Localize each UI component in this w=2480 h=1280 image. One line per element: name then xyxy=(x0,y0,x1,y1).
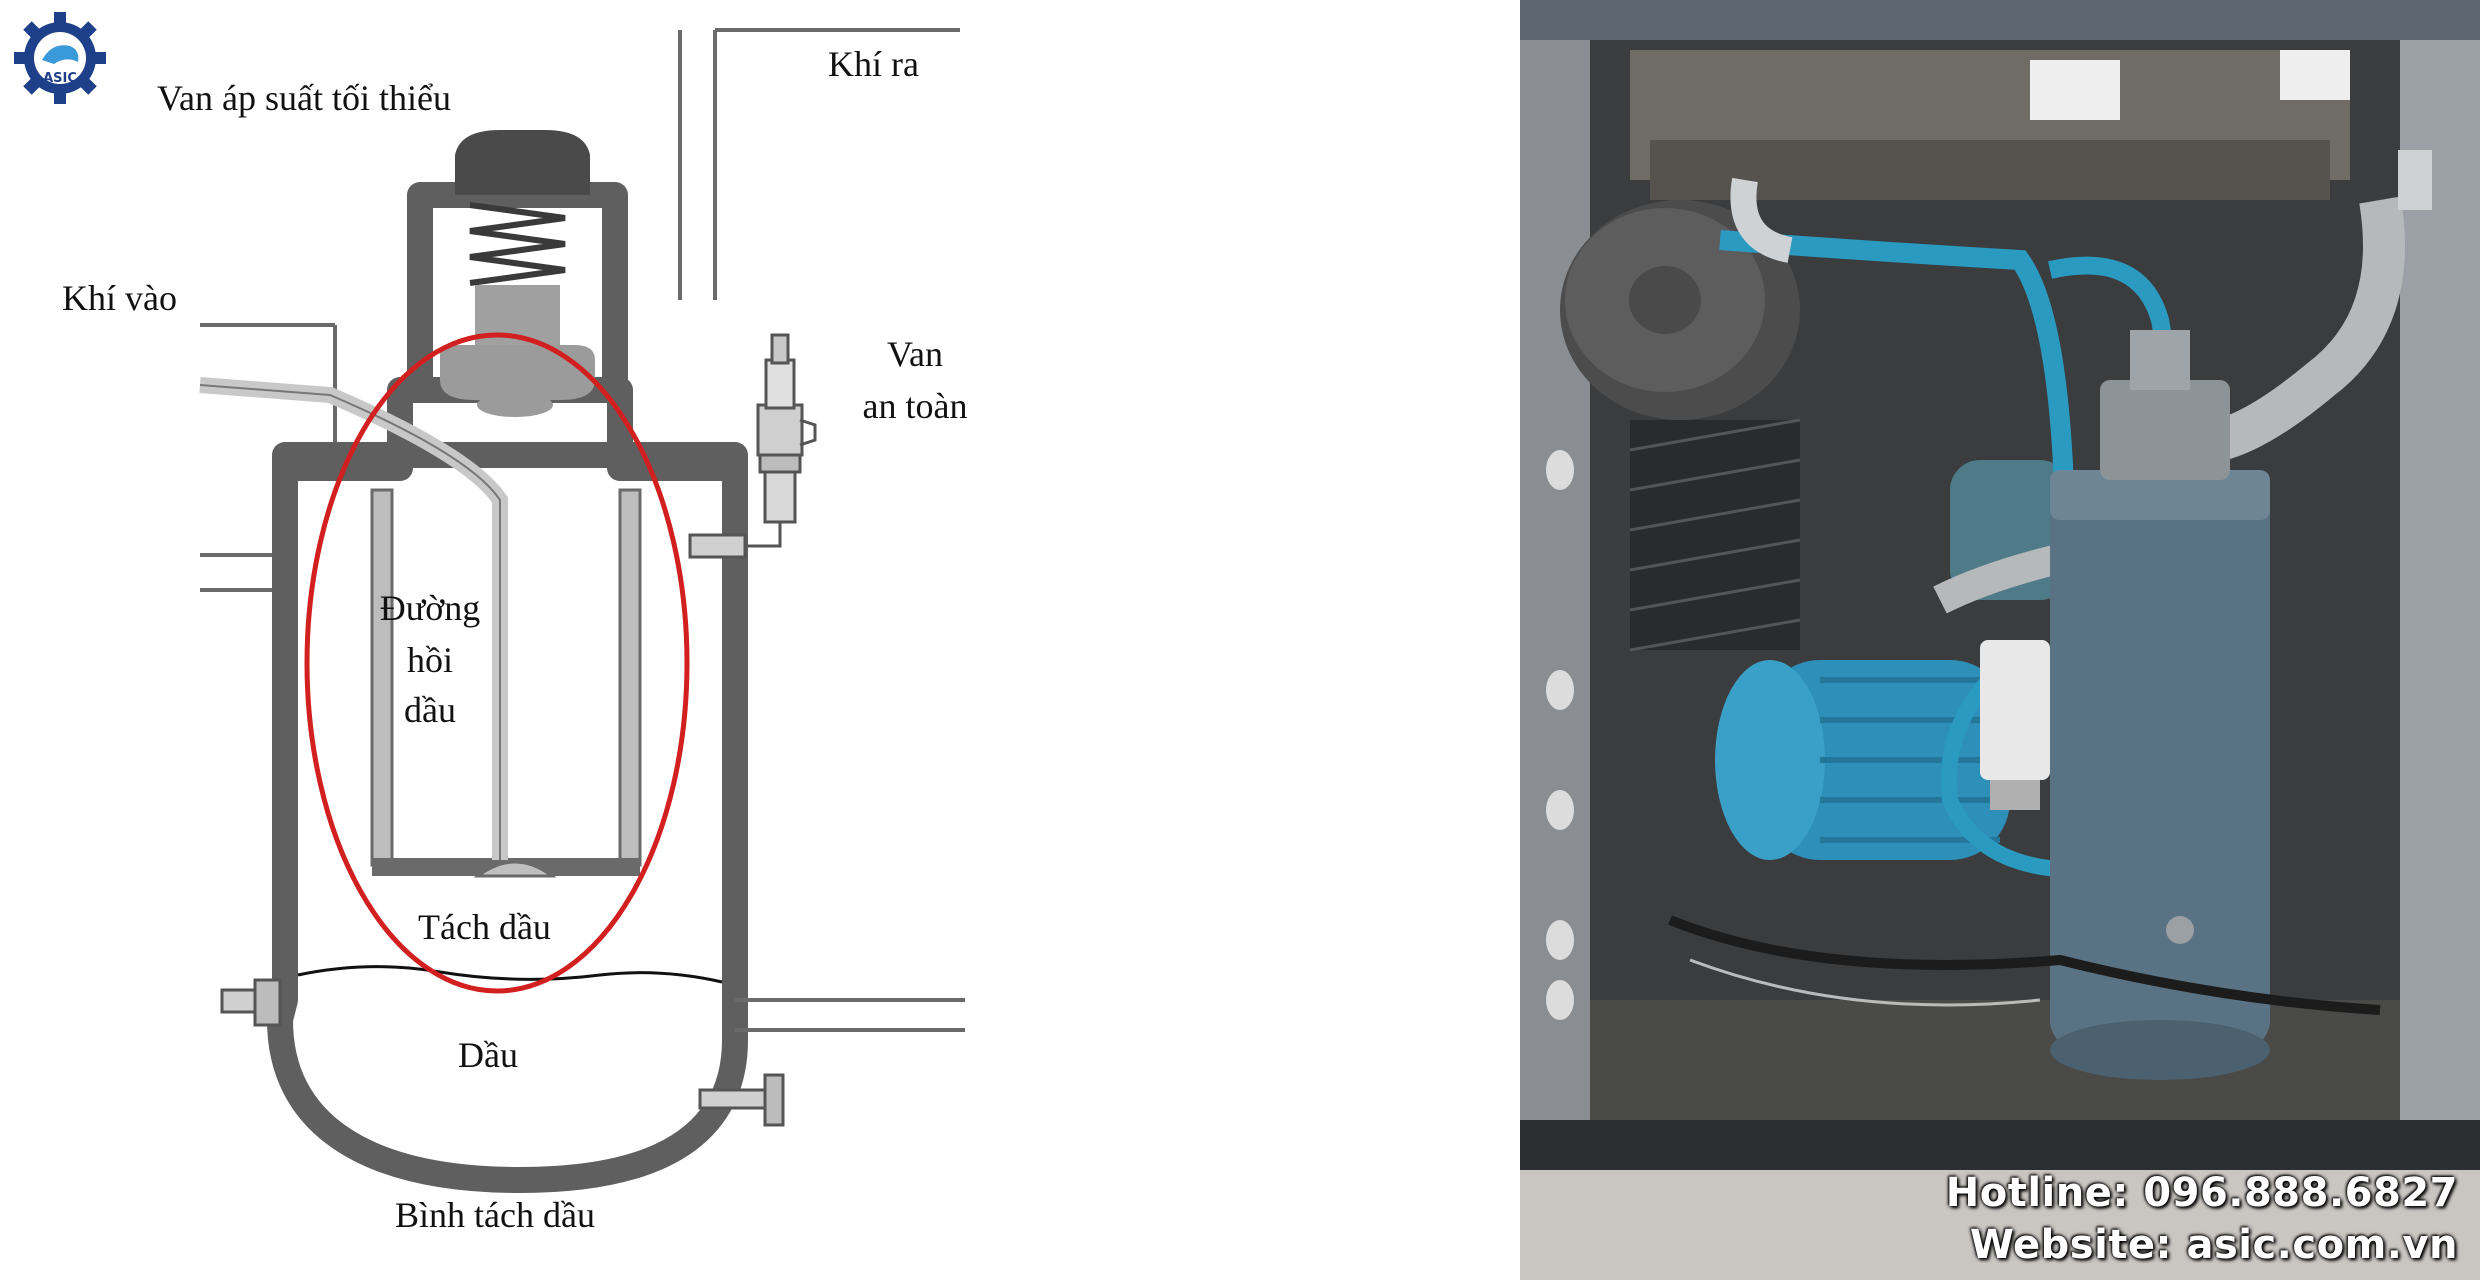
hotline-text: Hotline: 096.888.6827 xyxy=(1945,1170,2458,1216)
panel-holes xyxy=(1546,450,1574,1020)
separator-diagram-drawing xyxy=(199,28,965,1193)
separator-highlight-ellipse xyxy=(304,332,690,994)
label-oil-return-line1: Đường xyxy=(379,588,481,628)
label-oil-separator-element: Tách dầu xyxy=(418,907,551,947)
safety-valve xyxy=(688,333,817,559)
label-oil: Dầu xyxy=(458,1035,518,1075)
steel-pipe-top xyxy=(1730,177,1793,263)
floor-cables-2 xyxy=(1689,958,2041,1007)
gear-logo-icon: ASIC xyxy=(14,12,106,104)
drain-cap xyxy=(2166,916,2194,944)
oil-outlet-pipe xyxy=(735,998,965,1032)
label-sticker-2 xyxy=(2280,50,2350,100)
logo-text: ASIC xyxy=(43,71,77,86)
min-pressure-valve-cap xyxy=(455,130,590,195)
oil-level-line xyxy=(297,965,723,984)
label-safety-valve-line1: Van xyxy=(887,334,943,374)
label-oil-return-line3: dầu xyxy=(404,690,456,730)
motor-end xyxy=(1715,660,1825,860)
ground xyxy=(1520,1170,2480,1280)
label-sticker-1 xyxy=(2030,60,2120,120)
valve-spring xyxy=(469,202,566,286)
label-air-out: Khí ra xyxy=(828,44,919,84)
separator-tank-bottom xyxy=(2050,1020,2270,1080)
label-separator-tank: Bình tách dầu xyxy=(395,1195,595,1235)
compressor-photo-drawing xyxy=(1520,0,2480,1280)
floor-cables xyxy=(1668,915,2381,1015)
label-safety-valve-line2: an toàn xyxy=(862,386,968,426)
compressor-photo: Hotline: 096.888.6827 Website: asic.com.… xyxy=(1520,0,2480,1280)
label-min-pressure-valve: Van áp suất tối thiểu xyxy=(157,78,451,118)
oil-filter-base xyxy=(1990,780,2040,810)
cabinet-left-panel xyxy=(1520,40,1590,1160)
sight-glass xyxy=(220,978,282,1027)
separator-element xyxy=(370,488,642,878)
cooler-fins xyxy=(1650,140,2330,200)
cabinet-right-panel xyxy=(2400,40,2480,1160)
side-grille xyxy=(1630,420,1800,650)
separator-head-top xyxy=(2130,330,2190,390)
drain-plug xyxy=(698,1073,785,1127)
oil-filter xyxy=(1980,640,2050,780)
cabinet-top-frame xyxy=(1520,0,2480,40)
cabinet-base xyxy=(1520,1120,2480,1170)
blue-hose-3 xyxy=(1940,653,2081,878)
oil-return-pipe-edge xyxy=(199,384,501,860)
label-oil-return-line2: hồi xyxy=(406,640,453,680)
valve-seat xyxy=(477,393,553,417)
separator-head xyxy=(2100,380,2230,480)
label-air-in: Khí vào xyxy=(62,278,177,318)
valve-piston xyxy=(440,345,595,400)
separator-tank xyxy=(2050,480,2270,1050)
flex-steel-hose xyxy=(2214,196,2405,461)
grille-lines xyxy=(1629,418,1801,652)
air-outlet-pipe xyxy=(678,28,960,300)
air-filter-center xyxy=(1629,266,1701,334)
separator-tank-top xyxy=(2050,470,2270,520)
website-text: Website: asic.com.vn xyxy=(1969,1222,2458,1268)
separator-diagram: ASIC Van áp suất tối thiểu Khí ra Khí và… xyxy=(0,0,1000,1280)
